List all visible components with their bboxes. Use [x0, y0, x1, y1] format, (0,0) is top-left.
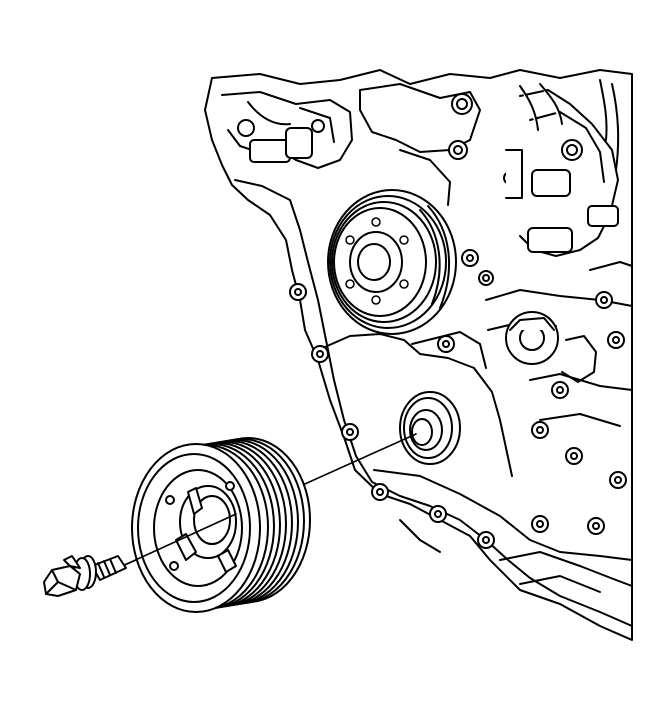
- crankshaft-nose: [399, 391, 461, 465]
- timing-cover: [234, 179, 633, 627]
- crankshaft-balancer-pulley: [131, 437, 311, 613]
- water-pump-pulley: [327, 189, 457, 335]
- crankshaft-balancer-bolt: [43, 555, 127, 597]
- engine-block: [204, 69, 633, 641]
